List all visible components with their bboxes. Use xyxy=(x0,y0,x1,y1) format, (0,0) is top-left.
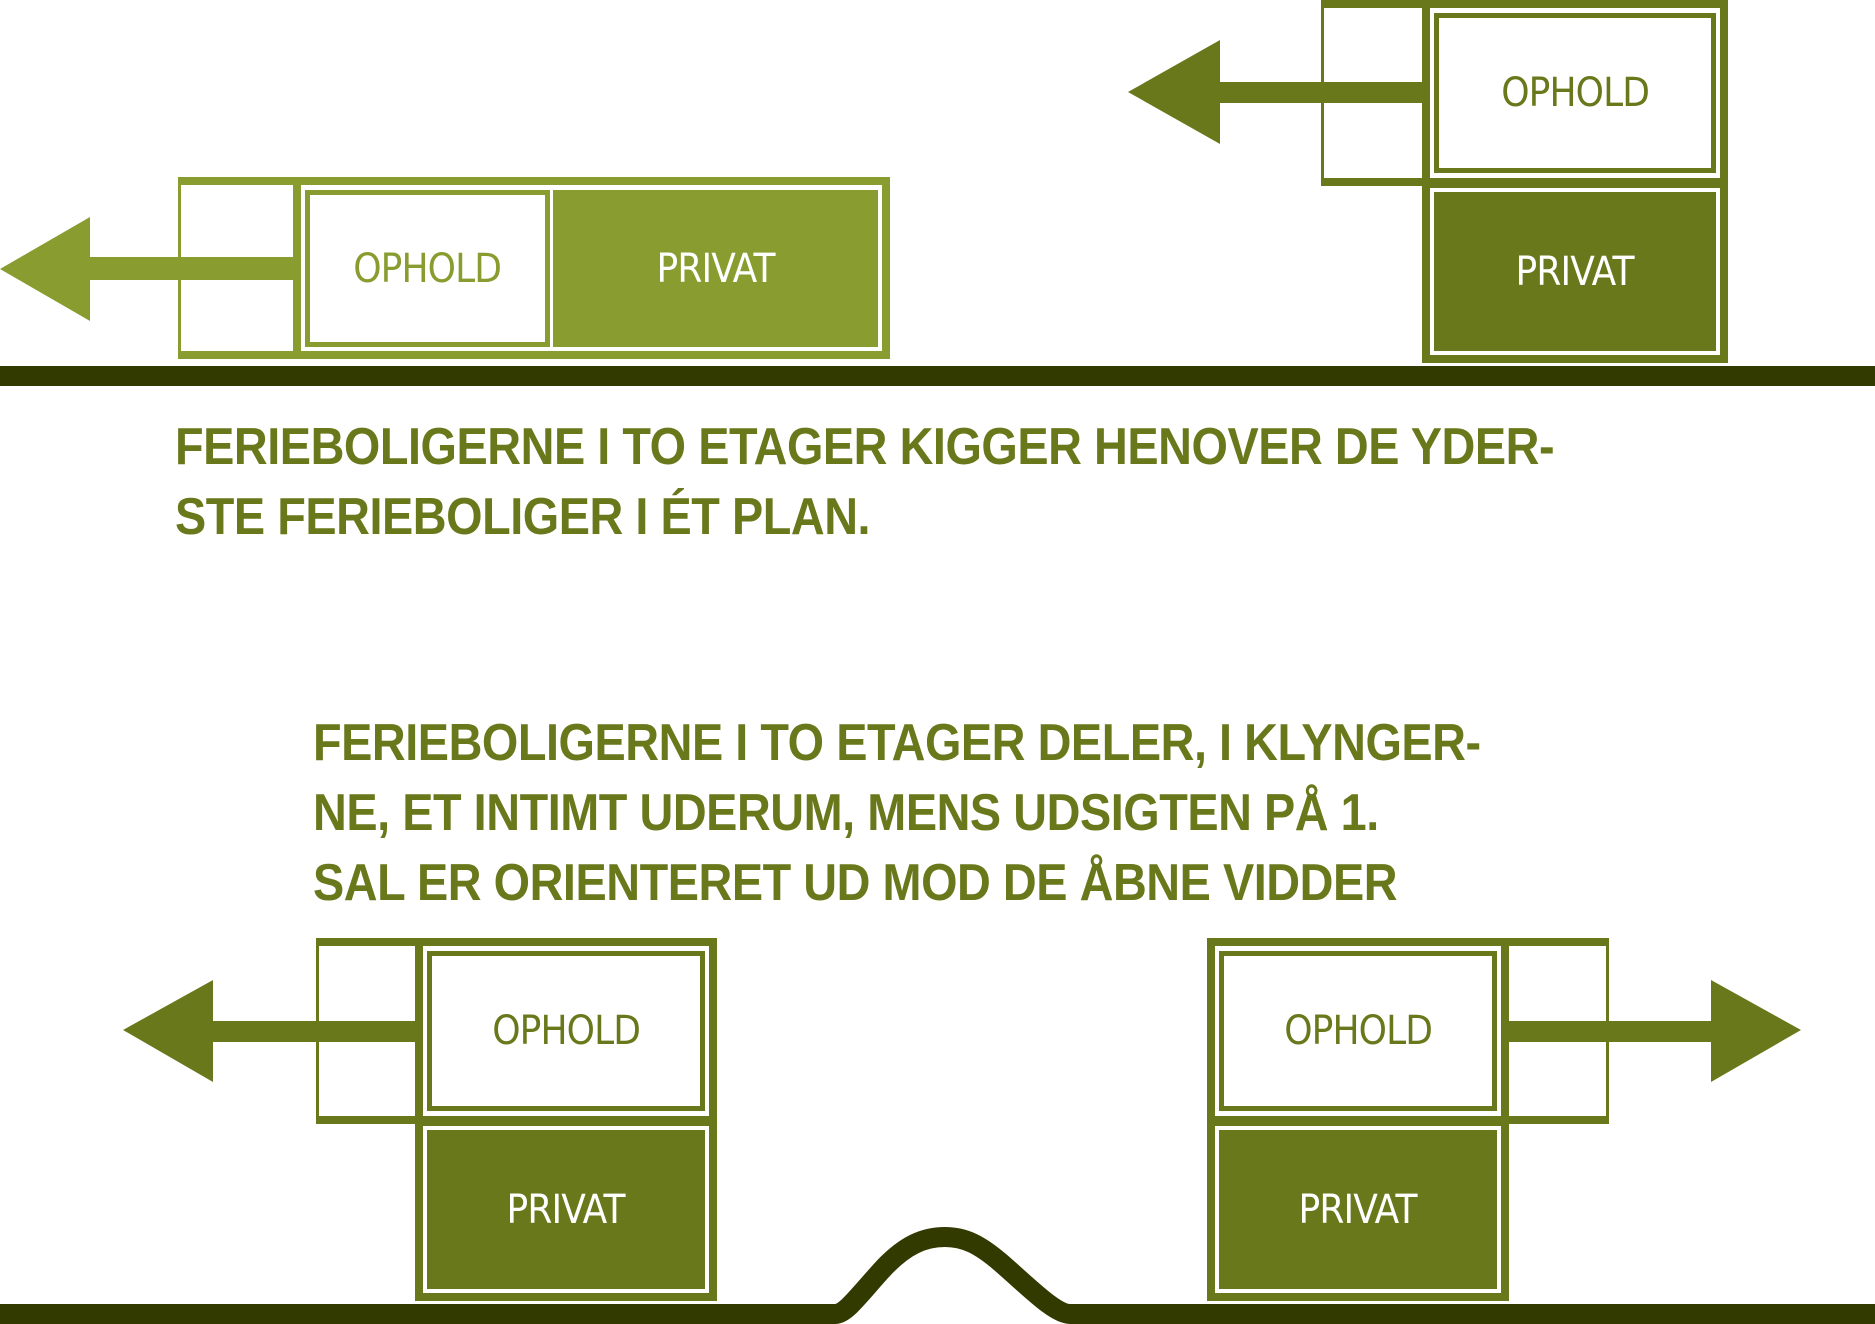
caption-bottom: FERIEBOLIGERNE I TO ETAGER DELER, I KLYN… xyxy=(313,708,1610,918)
arrow-left-icon xyxy=(123,980,418,1082)
ground-line-bottom xyxy=(0,1227,1875,1324)
room-ophold: OPHOLD xyxy=(427,951,705,1111)
room-privat: PRIVAT xyxy=(1434,192,1716,351)
room-privat-label: PRIVAT xyxy=(506,1186,626,1233)
house-outer-frame xyxy=(293,177,890,359)
arrow-right-icon xyxy=(1508,980,1801,1082)
terrace-frame xyxy=(1321,0,1431,186)
room-ophold: OPHOLD xyxy=(305,190,550,347)
arrow-left-icon xyxy=(0,217,296,321)
caption-top: FERIEBOLIGERNE I TO ETAGER KIGGER HENOVE… xyxy=(175,412,1707,552)
room-privat: PRIVAT xyxy=(553,190,878,347)
terrace-frame xyxy=(316,938,420,1124)
terrace-frame xyxy=(1505,938,1609,1124)
caption-bottom-line-2: NE, ET INTIMT UDERUM, MENS UDSIGTEN PÅ 1… xyxy=(313,784,1379,842)
room-privat-label: PRIVAT xyxy=(656,245,775,292)
caption-top-line-1: FERIEBOLIGERNE I TO ETAGER KIGGER HENOVE… xyxy=(175,418,1555,476)
room-ophold-label: OPHOLD xyxy=(492,1008,641,1054)
ground-line-top xyxy=(0,366,1875,386)
room-ophold: OPHOLD xyxy=(1434,13,1716,173)
room-privat: PRIVAT xyxy=(1219,1130,1497,1289)
terrace-frame xyxy=(178,177,298,359)
lower-floor-frame xyxy=(415,1118,717,1301)
room-ophold-label: OPHOLD xyxy=(353,245,503,292)
caption-bottom-line-1: FERIEBOLIGERNE I TO ETAGER DELER, I KLYN… xyxy=(313,714,1481,772)
arrow-left-icon xyxy=(1128,40,1426,144)
room-ophold: OPHOLD xyxy=(1219,951,1497,1111)
room-privat-label: PRIVAT xyxy=(1515,248,1635,295)
caption-bottom-line-3: SAL ER ORIENTERET UD MOD DE ÅBNE VIDDER xyxy=(313,854,1398,912)
caption-top-line-2: STE FERIEBOLIGER I ÉT PLAN. xyxy=(175,488,871,546)
lower-floor-frame xyxy=(1207,1118,1509,1301)
room-ophold-label: OPHOLD xyxy=(1501,70,1650,116)
room-privat-label: PRIVAT xyxy=(1298,1186,1418,1233)
room-privat: PRIVAT xyxy=(427,1130,705,1289)
room-ophold-label: OPHOLD xyxy=(1284,1008,1433,1054)
lower-floor-frame xyxy=(1422,180,1728,363)
